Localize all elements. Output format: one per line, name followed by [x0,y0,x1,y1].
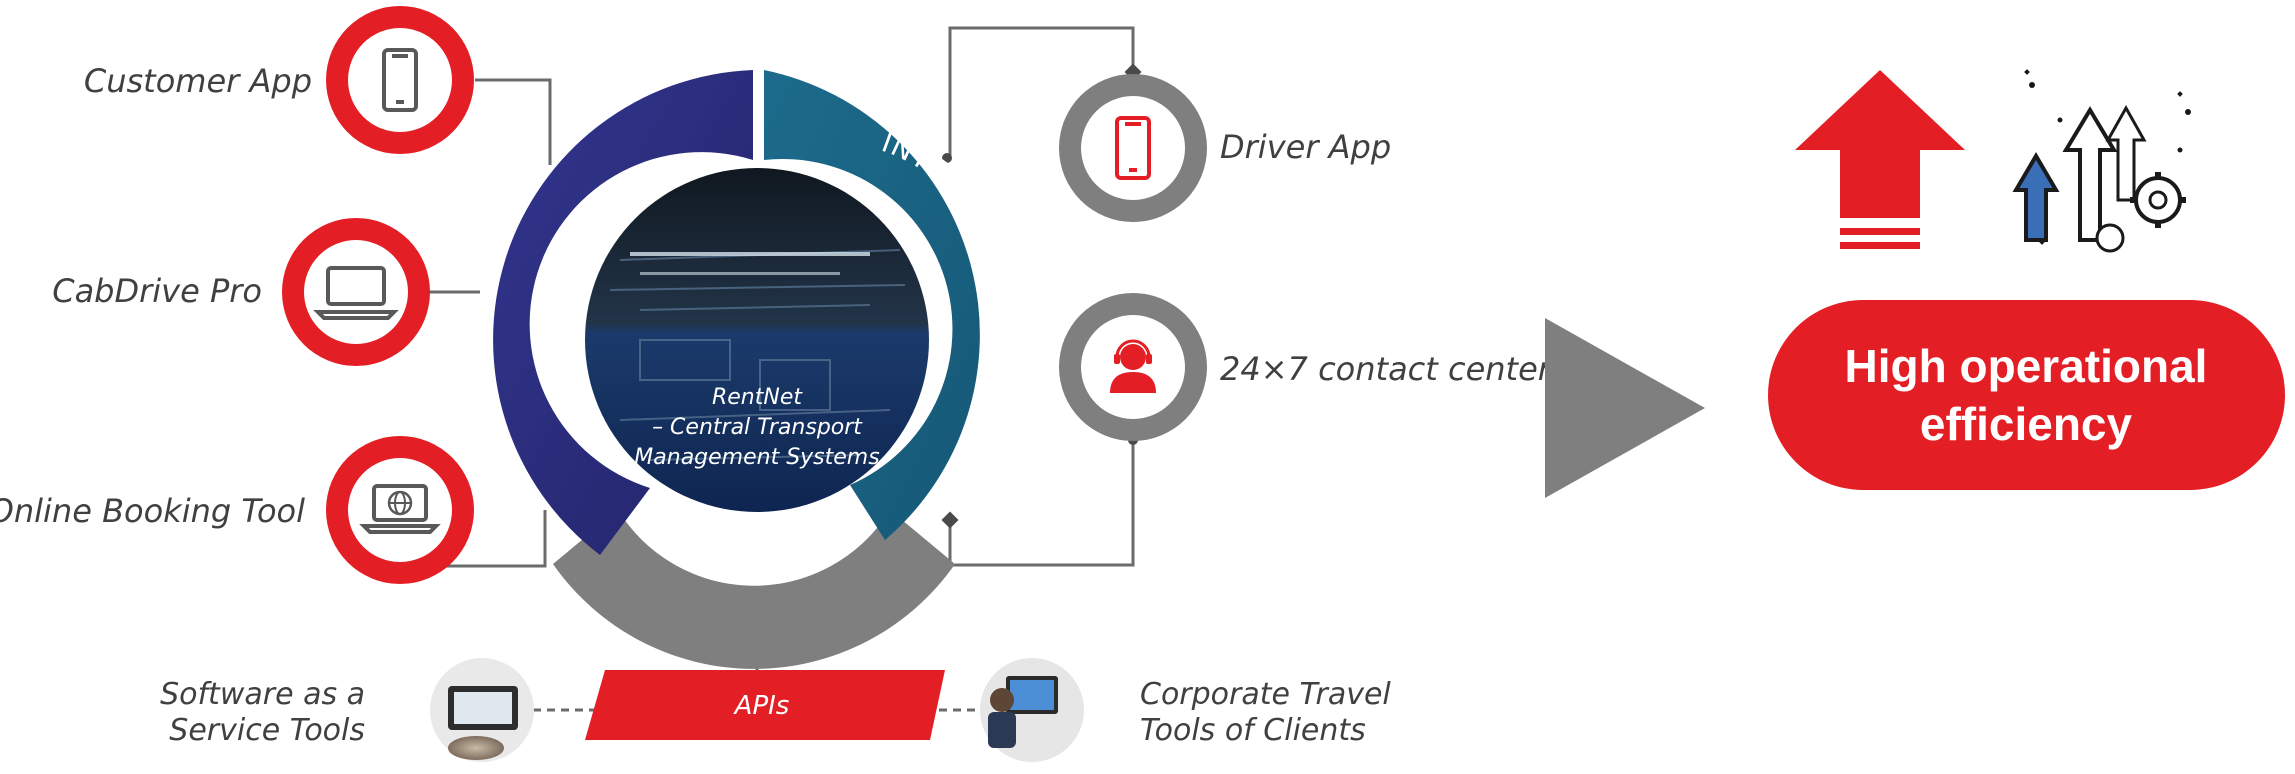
center-line-3: Management Systems [634,445,879,470]
bottom-gray-arc [553,510,955,669]
corporate-label-line-1: Corporate Travel [1140,677,1391,712]
customer-app-label: Customer App [84,62,312,100]
globe-laptop-icon [359,484,441,534]
contact-center-label: 24×7 contact center [1220,350,1553,388]
efficiency-line-2: efficiency [1920,398,2133,450]
corporate-photo [980,658,1084,762]
customer-facing-arc [493,70,753,555]
right-item-driver-app: Driver App [1059,74,1391,222]
efficiency-pill: High operational efficiency [1768,300,2285,490]
corporate-label-line-2: Tools of Clients [1140,713,1366,748]
efficiency-line-1: High operational [1845,340,2208,392]
laptop-icon [313,266,399,320]
cabdrive-pro-label: CabDrive Pro [52,272,262,310]
up-arrow-icon [1795,70,1965,249]
smartphone-icon [1115,116,1151,180]
circuit-lights [630,252,870,275]
online-booking-label: Online Booking Tool [0,492,305,530]
left-item-cabdrive-pro: CabDrive Pro [52,218,430,366]
internal-control-arc [764,70,980,540]
center-line-1: RentNet [712,385,803,410]
center-line-2: – Central Transport [652,415,863,440]
hub-ring: RentNet – Central Transport Management S… [0,0,1040,669]
left-item-online-booking: Online Booking Tool [0,436,474,584]
driver-app-label: Driver App [1220,128,1391,166]
left-item-customer-app: Customer App [84,6,474,154]
flow-triangle-arrow [1545,318,1705,498]
right-item-contact-center: 24×7 contact center [1059,293,1553,441]
saas-photo [430,658,534,762]
saas-label-line-1: Software as a [160,677,365,712]
saas-label-line-2: Service Tools [169,713,365,748]
smartphone-icon [382,48,418,112]
headset-agent-icon [1110,339,1156,393]
apis-banner: APIs [585,670,945,740]
growth-gears-icon [2012,69,2191,253]
apis-label: APIs [733,691,790,721]
